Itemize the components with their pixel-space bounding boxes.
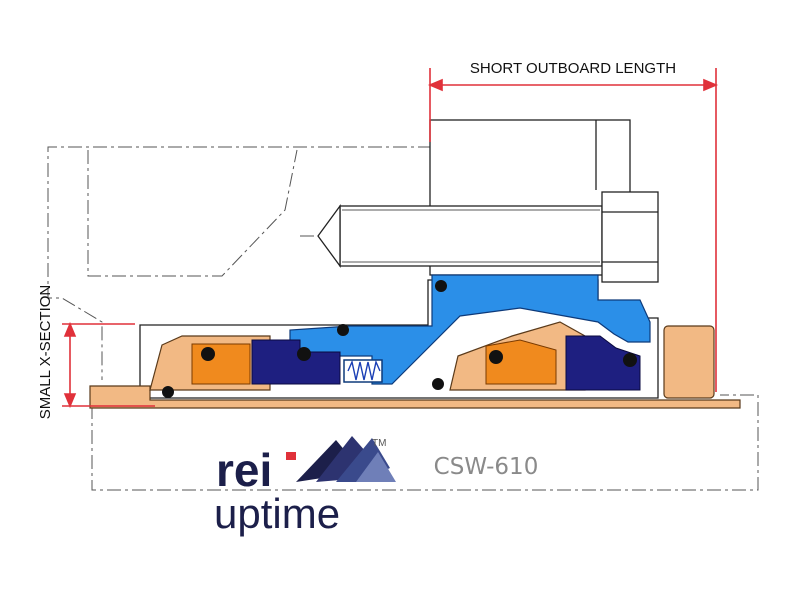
housing-inner-outline xyxy=(87,149,298,277)
o-ring xyxy=(162,386,174,398)
shaft-outline xyxy=(91,394,759,491)
top-dim-arrow-left xyxy=(427,78,443,92)
side-dim-arrow-bottom xyxy=(63,393,77,409)
bolt-tip xyxy=(317,204,341,268)
bolt-thread-lines xyxy=(342,209,600,263)
brand-name-line2: uptime xyxy=(214,490,340,537)
brand-i-dot xyxy=(286,452,296,460)
outboard-seal-face xyxy=(565,335,641,391)
bolt-head xyxy=(601,191,659,283)
outboard-orange-ring xyxy=(485,339,557,385)
o-ring xyxy=(297,347,311,361)
model-number: CSW-610 xyxy=(434,454,539,480)
dimension-lines xyxy=(62,68,719,409)
inboard-orange-ring xyxy=(191,343,251,385)
trademark-symbol: TM xyxy=(372,438,386,449)
o-ring xyxy=(623,353,637,367)
top-dim-arrow-right xyxy=(703,78,719,92)
o-ring xyxy=(432,378,444,390)
o-rings xyxy=(162,280,637,398)
top-dimension-label: SHORT OUTBOARD LENGTH xyxy=(470,60,676,77)
blue-gland-housing xyxy=(289,274,651,385)
rei-uptime-logo: TM rei uptime xyxy=(214,436,396,537)
bolt-assembly xyxy=(317,119,659,283)
bolt-shank xyxy=(339,205,603,267)
side-dim-arrow-top xyxy=(63,321,77,337)
sleeve-tan-right-collar xyxy=(663,325,715,399)
o-ring xyxy=(201,347,215,361)
side-dimension-label: SMALL X-SECTION xyxy=(37,285,54,419)
o-ring xyxy=(337,324,349,336)
brand-name-line1: rei xyxy=(216,444,272,496)
spring xyxy=(343,359,383,383)
bolt-head-flats xyxy=(602,211,658,263)
seal-faces xyxy=(251,335,641,391)
housing-outline xyxy=(47,146,432,380)
o-ring xyxy=(435,280,447,292)
inboard-seal-face xyxy=(251,339,341,385)
logo-mountain-icon xyxy=(296,436,396,482)
o-ring xyxy=(489,350,503,364)
